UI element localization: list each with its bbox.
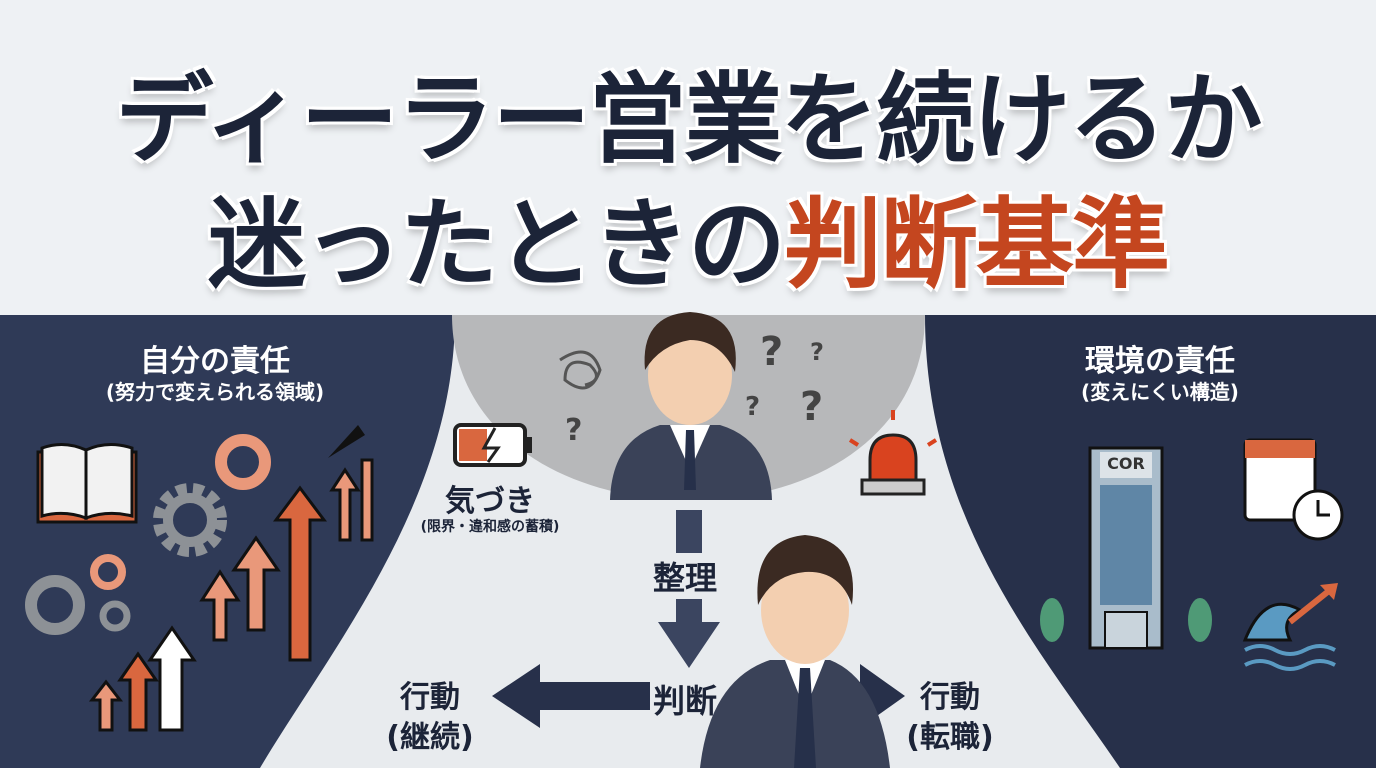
action-change-label: 行動 [920,680,980,715]
svg-text:?: ? [800,384,823,430]
title-accent: 判断基準 [784,188,1170,302]
left-panel-sub: (努力で変えられる領域) [105,380,325,404]
svg-text:?: ? [760,329,783,375]
confusion-scribble-icon [559,350,602,390]
action-change-sub: (転職) [906,720,994,755]
title-line2: 迷ったときの判断基準 [0,165,1376,307]
right-panel-sub: (変えにくい構造) [1081,380,1239,404]
growth-arrows-icon [88,458,374,732]
title-plain: 迷ったときの [207,188,786,302]
svg-text:?: ? [565,413,582,448]
svg-text:?: ? [745,392,760,422]
action-continue-sub: (継続) [386,720,474,755]
gear-icon [25,434,271,635]
thinking-person-illustration [610,312,772,500]
svg-text:?: ? [810,338,824,366]
right-panel-heading: 環境の責任 [1085,344,1235,379]
battery-low-icon [453,423,532,467]
awareness-sub: (限界・違和感の蓄積) [420,519,560,535]
judgment-label: 判断 [652,682,717,720]
title-line1: ディーラー営業を続けるか [115,63,1262,177]
building-label: COR [1107,454,1145,473]
arrow-left [492,664,650,728]
question-marks-icon: ????? [565,329,824,448]
calendar-clock-icon [1243,438,1344,541]
wave-trend-icon [1242,583,1338,671]
left-panel-heading: 自分の責任 [140,344,290,379]
left-panel-bg [0,315,455,768]
awareness-label: 気づき [445,484,535,519]
alarm-light-icon [848,410,938,496]
pen-icon [328,425,365,458]
book-icon [36,443,138,524]
office-building-icon [1040,446,1212,650]
confident-person-illustration [700,535,890,768]
action-continue-label: 行動 [400,680,460,715]
organize-label: 整理 [630,553,740,599]
